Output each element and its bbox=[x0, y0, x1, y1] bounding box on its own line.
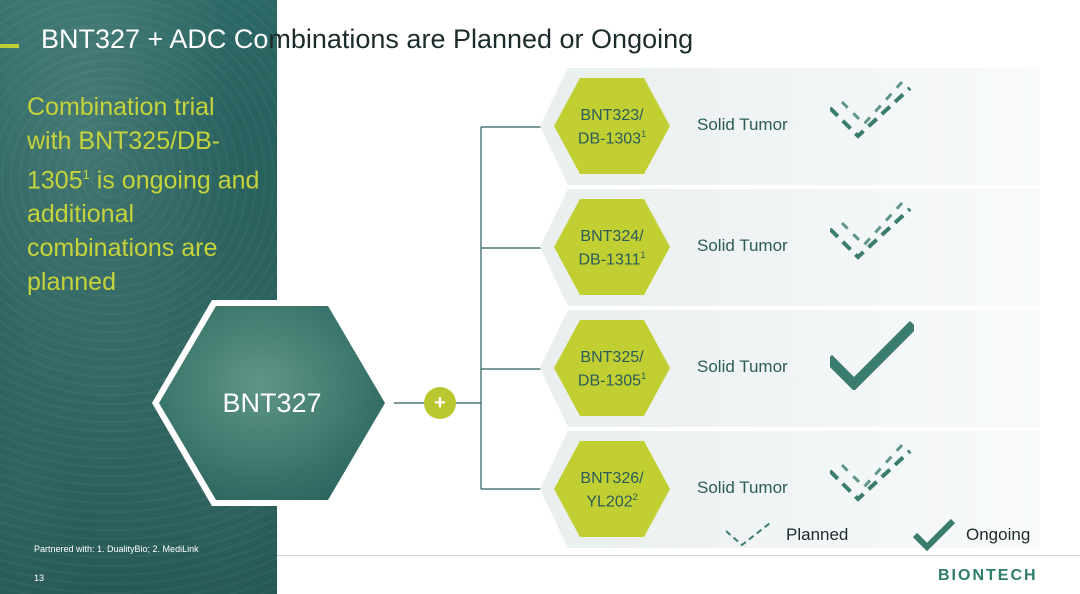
row-band bbox=[540, 68, 1040, 185]
bnt327-label: BNT327 bbox=[222, 387, 322, 418]
planned-check-icon bbox=[830, 443, 912, 502]
planned-check-icon bbox=[830, 201, 912, 260]
footnote: Partnered with: 1. DualityBio; 2. MediLi… bbox=[34, 544, 199, 554]
legend-planned-label: Planned bbox=[786, 525, 849, 544]
row-band bbox=[540, 189, 1040, 306]
planned-check-icon bbox=[830, 80, 912, 139]
ongoing-check-icon bbox=[830, 320, 914, 390]
title-accent-bar bbox=[0, 44, 19, 48]
adc-name: BNT326/YL2022 bbox=[580, 469, 644, 511]
left-panel-background bbox=[0, 0, 277, 594]
left-heading: Combination trial with BNT325/DB- 13051 … bbox=[27, 93, 260, 297]
row-band bbox=[540, 310, 1040, 427]
adc-name: BNT325/DB-13051 bbox=[577, 348, 647, 390]
plus-icon: + bbox=[424, 387, 456, 419]
combination-row: BNT325/DB-13051 Solid Tumor bbox=[540, 310, 1040, 427]
legend-ongoing-label: Ongoing bbox=[966, 525, 1031, 544]
indication-label: Solid Tumor bbox=[697, 478, 788, 497]
combination-row: BNT323/DB-13031 Solid Tumor bbox=[540, 68, 1040, 185]
legend-ongoing-icon bbox=[912, 518, 956, 551]
bnt327-hexagon bbox=[152, 300, 392, 506]
adc-name: BNT324/DB-13111 bbox=[578, 227, 646, 269]
indication-label: Solid Tumor bbox=[697, 115, 788, 134]
biontech-logo: BIONTECH bbox=[938, 567, 1038, 584]
row-band bbox=[540, 431, 1040, 548]
combination-row: BNT326/YL2022 Solid Tumor bbox=[540, 431, 1040, 548]
page-number: 13 bbox=[34, 573, 45, 583]
combination-row: BNT324/DB-13111 Solid Tumor bbox=[540, 189, 1040, 306]
legend-planned-icon bbox=[726, 522, 771, 547]
slide-title: BNT327 + ADC Combinations are Planned or… bbox=[41, 24, 694, 54]
bottom-divider bbox=[277, 555, 1080, 556]
indication-label: Solid Tumor bbox=[697, 357, 788, 376]
adc-name: BNT323/DB-13031 bbox=[577, 106, 647, 148]
indication-label: Solid Tumor bbox=[697, 236, 788, 255]
